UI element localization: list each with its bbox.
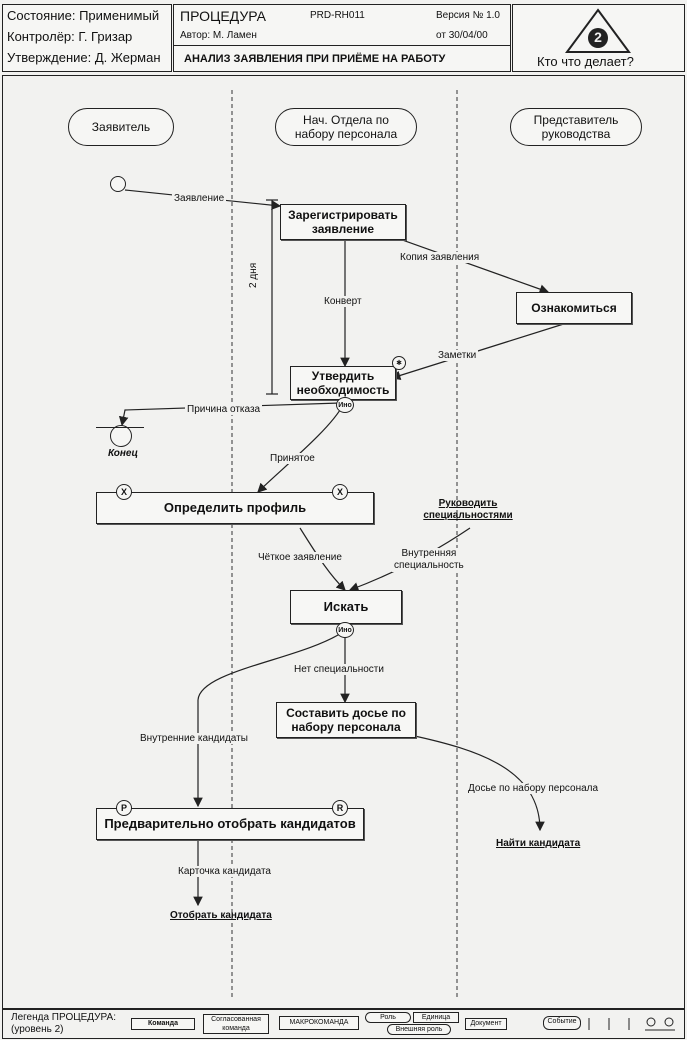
role-rep-line1: Представитель — [533, 113, 619, 127]
macro-define-profile: Определить профиль — [96, 492, 374, 524]
gear-icon: ✱ — [392, 356, 406, 370]
end-event-bar — [96, 427, 144, 428]
header-badge-box: 2 Кто что делает? — [512, 4, 685, 72]
legend-unit: Единица — [413, 1012, 459, 1023]
approval-text: Утверждение: Д. Жерман — [7, 50, 161, 65]
procedure-type: ПРОЦЕДУРА — [180, 8, 266, 24]
command-compile-dossier: Составить досье по набору персонала — [276, 702, 416, 738]
legend-role: Роль — [365, 1012, 411, 1023]
legend-macro: МАКРОКОМАНДА — [279, 1016, 359, 1030]
procedure-select-candidate: Отобрать кандидата — [170, 910, 272, 921]
command-review: Ознакомиться — [516, 292, 632, 324]
command-register-application: Зарегистрировать заявление — [280, 204, 406, 240]
end-label: Конец — [106, 448, 140, 459]
start-event — [110, 176, 126, 192]
flag-envelope: Конверт — [322, 296, 364, 307]
role-management-rep: Представитель руководства — [510, 108, 642, 146]
role-head-line2: набору персонала — [294, 127, 398, 141]
flag-application-copy: Копия заявления — [398, 252, 482, 263]
role-head-line1: Нач. Отдела по — [303, 113, 389, 127]
role-rep-line2: руководства — [541, 127, 611, 141]
flag-internal-specialty: Внутренняя специальность — [392, 548, 466, 572]
x-marker-left: X — [116, 484, 132, 500]
badge-number: 2 — [594, 29, 602, 45]
r-marker: R — [332, 800, 348, 816]
legend-label: Легенда ПРОЦЕДУРА: (уровень 2) — [11, 1012, 116, 1035]
flag-reject-reason: Причина отказа — [185, 404, 263, 415]
role-applicant: Заявитель — [68, 108, 174, 146]
x-marker-right: X — [332, 484, 348, 500]
flag-application: Заявление — [172, 193, 227, 204]
procedure-title: АНАЛИЗ ЗАЯВЛЕНИЯ ПРИ ПРИЁМЕ НА РАБОТУ — [184, 53, 446, 65]
date-text: от 30/04/00 — [436, 30, 488, 41]
legend-document: Документ — [465, 1018, 507, 1030]
command-search: Искать — [290, 590, 402, 624]
flag-recruitment-dossier: Досье по набору персонала — [466, 783, 601, 794]
p-marker: P — [116, 800, 132, 816]
version-text: Версия № 1.0 — [436, 10, 500, 21]
flag-accepted: Принятое — [268, 453, 317, 464]
flag-internal-candidates: Внутренние кандидаты — [138, 733, 250, 744]
controller-text: Контролёр: Г. Гризар — [7, 29, 133, 44]
command-preselect-candidates: Предварительно отобрать кандидатов — [96, 808, 364, 840]
who-does-what: Кто что делает? — [537, 54, 634, 69]
procedure-code: PRD-RH011 — [310, 10, 365, 21]
ino-badge-confirm: Ино — [336, 397, 354, 413]
flag-no-specialty: Нет специальности — [292, 664, 386, 675]
procedure-level-icon — [565, 8, 631, 53]
legend: Легенда ПРОЦЕДУРА: (уровень 2) Команда С… — [2, 1009, 685, 1039]
end-event — [110, 425, 132, 447]
header-center: ПРОЦЕДУРА PRD-RH011 Версия № 1.0 Автор: … — [173, 4, 511, 72]
flag-candidate-card: Карточка кандидата — [176, 866, 273, 877]
legend-agreed-command: Согласованная команда — [203, 1014, 269, 1034]
legend-external-role: Внешняя роль — [387, 1024, 451, 1035]
flag-clear-application: Чёткое заявление — [256, 552, 344, 563]
role-recruitment-head: Нач. Отдела по набору персонала — [275, 108, 417, 146]
flag-notes: Заметки — [436, 350, 479, 361]
header-meta: Состояние: Применимый Контролёр: Г. Гриз… — [2, 4, 172, 72]
legend-event: Событие — [543, 1016, 581, 1030]
ino-badge-search: Ино — [336, 622, 354, 638]
diagram-frame — [2, 75, 685, 1009]
legend-arrows-icon — [588, 1017, 675, 1031]
state-text: Состояние: Применимый — [7, 8, 160, 23]
procedure-find-candidate: Найти кандидата — [496, 838, 581, 849]
two-days-label: 2 дня — [248, 260, 259, 290]
command-confirm-need: Утвердить необходимость — [290, 366, 396, 400]
manage-specialties-unit: Руководить специальностями — [423, 498, 513, 521]
legend-command: Команда — [131, 1018, 195, 1030]
author-text: Автор: М. Ламен — [180, 30, 257, 41]
